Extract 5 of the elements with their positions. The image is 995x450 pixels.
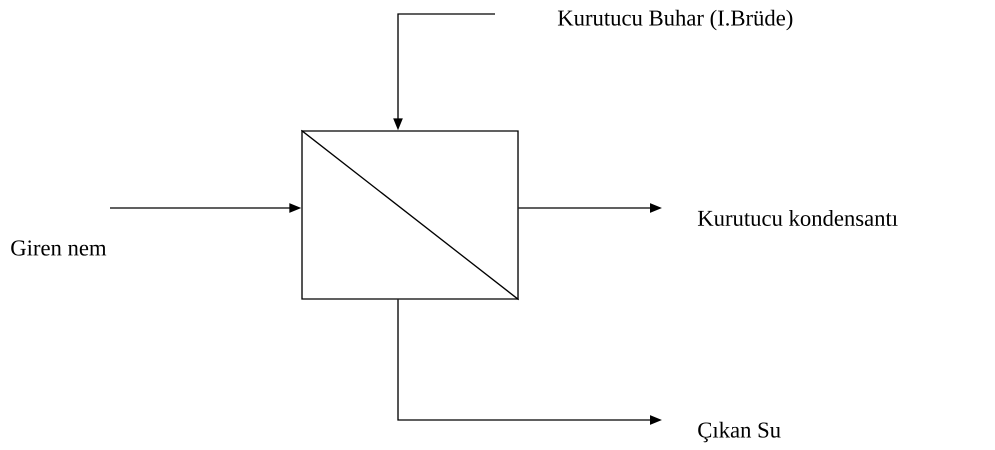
stream-label: Kurutucu Buhar (I.Brüde) — [558, 10, 792, 30]
separator-box — [300, 130, 520, 300]
stream-label: Giren nem — [11, 240, 106, 256]
stream-label: Kurutucu kondensantı — [698, 210, 898, 226]
stream-label: Çıkan Su — [698, 422, 781, 442]
